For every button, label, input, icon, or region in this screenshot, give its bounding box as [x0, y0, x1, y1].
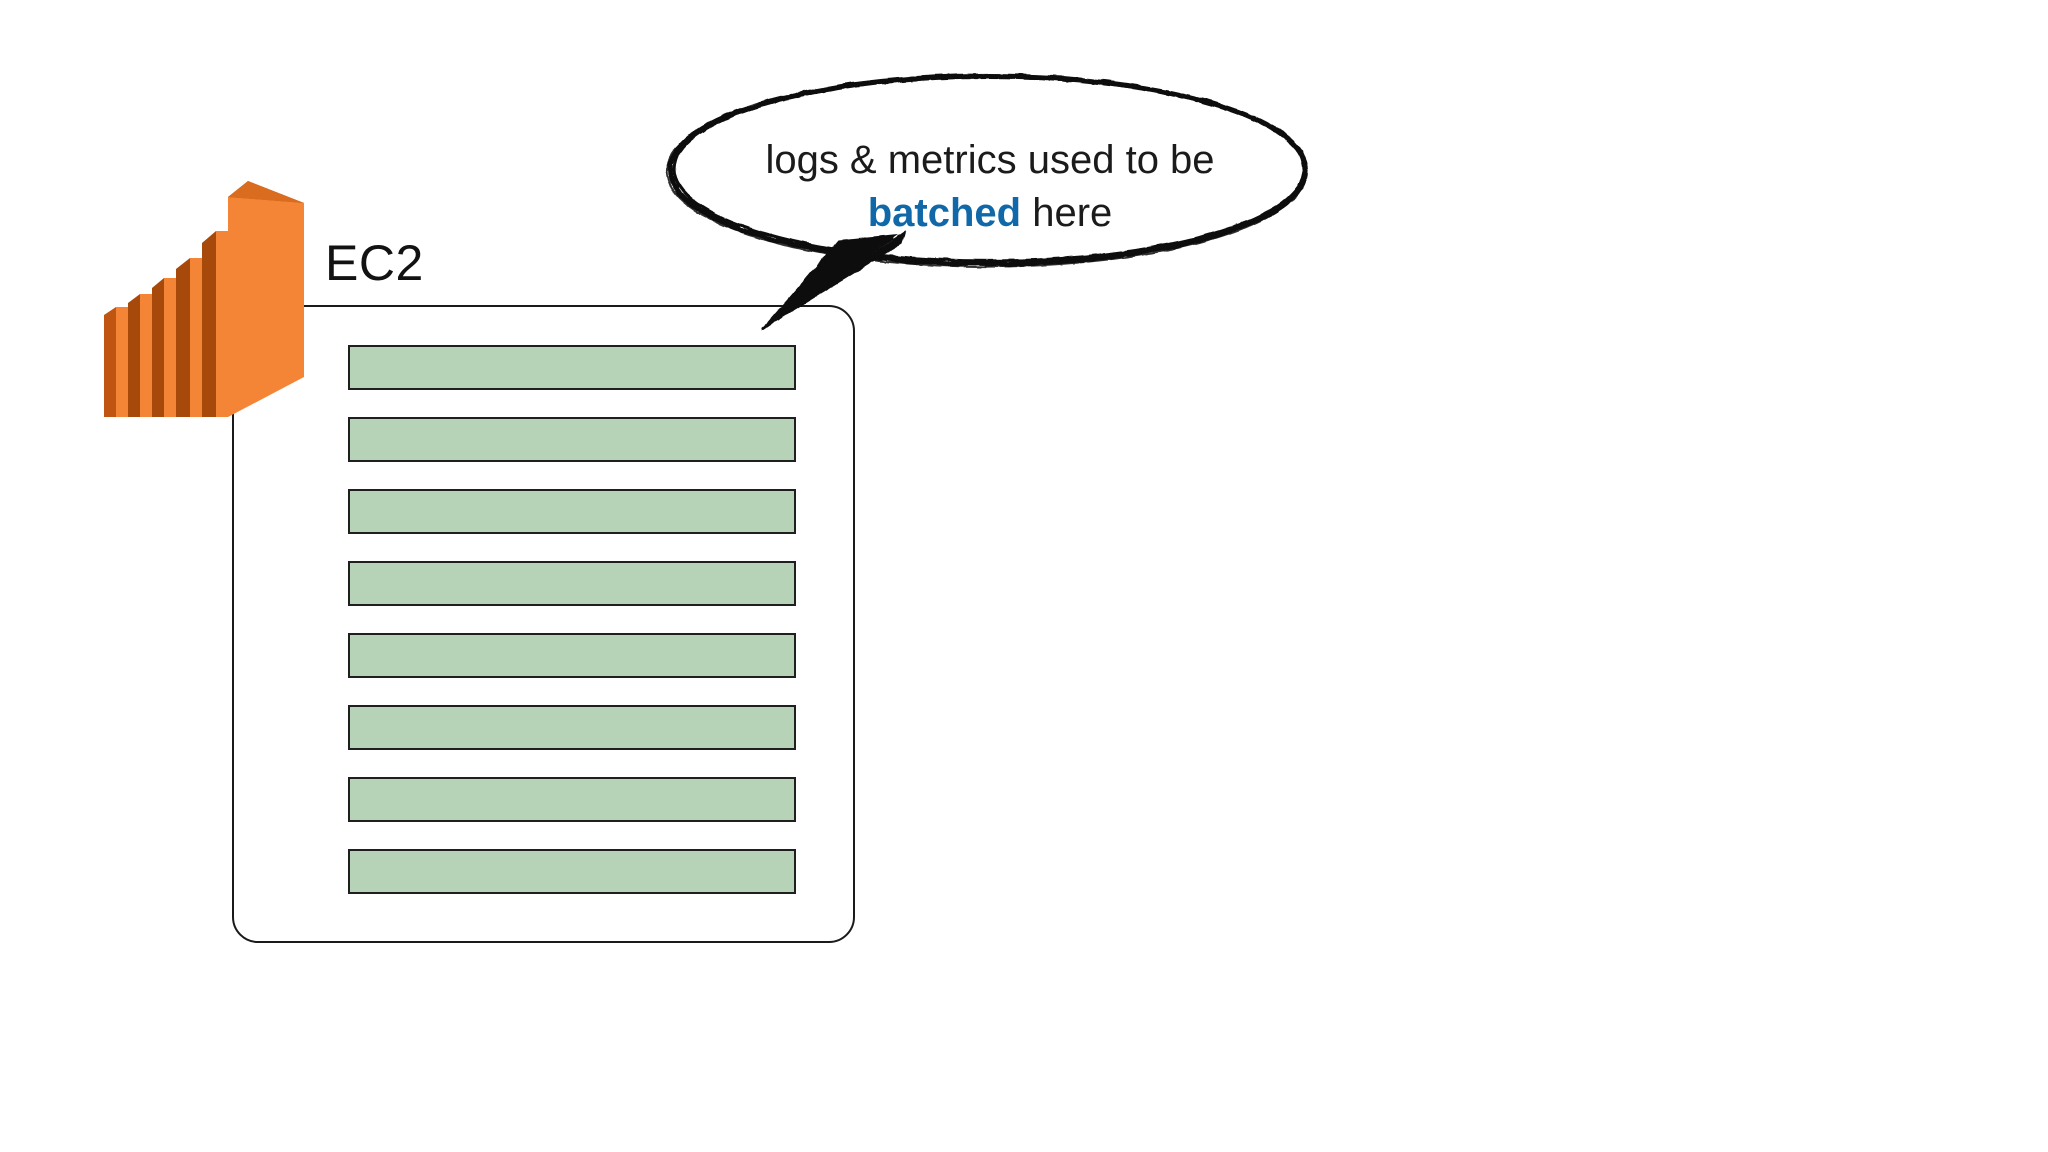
batch-bar [348, 633, 796, 678]
batch-bar [348, 561, 796, 606]
speech-bubble-text: logs & metrics used to be batched here [680, 134, 1300, 240]
log-batch-bars [348, 345, 796, 894]
speech-bubble: logs & metrics used to be batched here [640, 62, 1340, 352]
ec2-instance-box [232, 305, 855, 943]
batch-bar [348, 849, 796, 894]
batch-bar [348, 777, 796, 822]
batch-bar [348, 489, 796, 534]
callout-line-1: logs & metrics used to be [765, 138, 1215, 182]
ec2-label: EC2 [325, 235, 424, 291]
callout-line-2-rest: here [1021, 191, 1113, 236]
batch-bar [348, 705, 796, 750]
batch-bar [348, 345, 796, 390]
callout-highlight: batched [867, 191, 1022, 236]
aws-ec2-icon [98, 155, 313, 420]
batch-bar [348, 417, 796, 462]
